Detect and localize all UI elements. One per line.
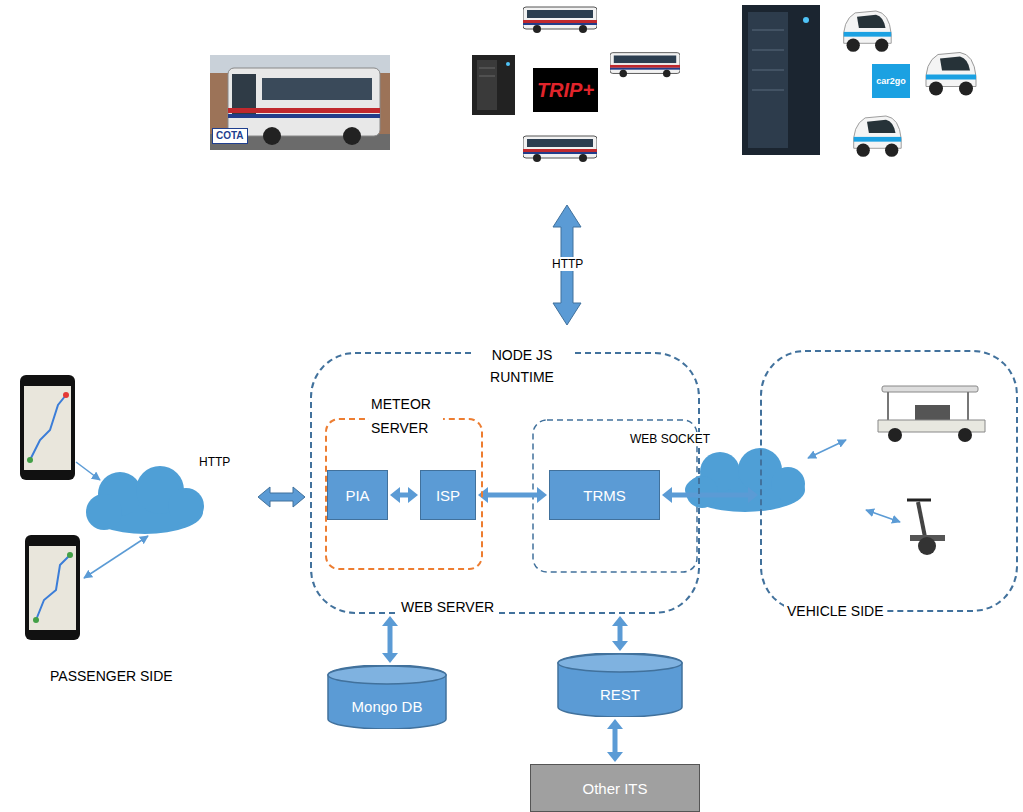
golf-cart — [878, 386, 985, 442]
connector — [612, 616, 628, 651]
node-text: TRMS — [583, 487, 626, 504]
car2go-cluster — [742, 5, 976, 157]
text-label: PASSENGER SIDE — [50, 668, 173, 685]
node-text: METEOR SERVER — [369, 392, 443, 440]
region-box: NODE JS RUNTIMEWEB SERVERMETEOR SERVERPI… — [310, 352, 700, 614]
text-label: car2go — [872, 64, 910, 98]
system-box: Other ITS — [530, 764, 700, 812]
node-text: REST — [600, 686, 640, 703]
phone-icon — [25, 535, 80, 640]
arrow-head — [478, 487, 488, 503]
leader-arrow — [808, 440, 846, 458]
edge-label: WEB SOCKET — [628, 432, 712, 446]
connector-line — [388, 626, 393, 653]
connector — [382, 616, 398, 663]
node-text: NODE JS RUNTIME — [472, 344, 572, 388]
text-label: HTTP — [199, 455, 230, 469]
leader-arrow — [866, 510, 900, 522]
node-text: WEB SERVER — [397, 598, 498, 616]
region-box: VEHICLE SIDE — [760, 350, 1018, 612]
node-text: VEHICLE SIDE — [784, 602, 886, 620]
arrow-head — [607, 719, 623, 729]
arrow-head — [662, 487, 672, 503]
cylinder-shape — [327, 665, 447, 729]
cylinder-body — [328, 665, 446, 729]
database-cylinder: Mongo DB — [327, 665, 447, 729]
arrow-head — [382, 616, 398, 626]
arrow-head — [612, 641, 628, 651]
arrow-head — [607, 752, 623, 762]
node-text: Mongo DB — [352, 698, 423, 715]
arrow-head — [612, 616, 628, 626]
node-text: Other ITS — [582, 780, 647, 797]
database-cylinder: REST — [557, 653, 683, 717]
connector-line — [618, 626, 623, 641]
cylinder-shape — [557, 653, 683, 717]
segway — [907, 500, 945, 555]
cylinder-body — [558, 653, 682, 717]
phone-icon — [20, 375, 75, 480]
cloud — [685, 448, 805, 512]
text-label: HTTP — [550, 257, 585, 271]
http-arrow — [258, 487, 305, 507]
node-text: ISP — [436, 487, 460, 504]
bus-photo — [210, 55, 390, 150]
arrow-head — [390, 487, 400, 503]
process-box: PIA — [327, 470, 388, 520]
arrow-head — [748, 487, 758, 503]
trip-cluster — [472, 7, 680, 162]
cylinder-top — [328, 666, 446, 684]
leader-arrow — [84, 536, 148, 578]
connector-line — [613, 729, 618, 752]
connector — [662, 487, 758, 503]
cloud — [86, 466, 204, 534]
connector — [607, 719, 623, 762]
connector-line — [672, 493, 748, 498]
connector-line — [400, 493, 408, 498]
arrow-head — [537, 487, 547, 503]
node-text: PIA — [345, 487, 369, 504]
connector — [390, 487, 418, 503]
connector — [478, 487, 547, 503]
text-label: COTA — [212, 128, 248, 144]
leader-arrow — [76, 462, 100, 480]
connector-line — [488, 493, 537, 498]
process-box: ISP — [420, 470, 476, 520]
arrow-head — [382, 653, 398, 663]
text-label: TRIP+ — [533, 68, 598, 112]
region-box: METEOR SERVERPIAISP — [325, 418, 483, 570]
cylinder-top — [558, 654, 682, 672]
arrow-head — [408, 487, 418, 503]
process-box: TRMS — [549, 470, 660, 520]
